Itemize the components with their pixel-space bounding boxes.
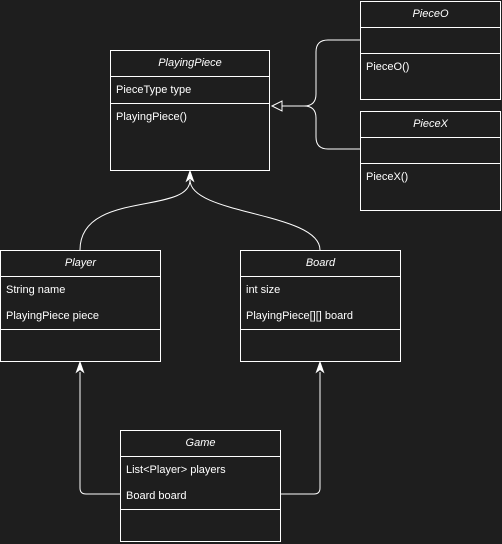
class-piecex[interactable]: PieceX PieceX() [360, 111, 501, 211]
attributes-section [361, 138, 500, 164]
class-name: Board [241, 251, 400, 277]
attribute: String name [6, 284, 66, 296]
class-name: Game [121, 431, 280, 457]
methods-section: PieceO() [361, 54, 500, 80]
class-playingpiece[interactable]: PlayingPiece PieceType type PlayingPiece… [110, 50, 270, 171]
connector-pieceo-to-playingpiece [282, 39, 360, 107]
method: PieceO() [366, 61, 410, 73]
attribute: Board board [126, 490, 187, 502]
class-name: PlayingPiece [111, 51, 269, 77]
connector-player-to-playingpiece [79, 179, 191, 251]
attribute: int size [246, 284, 281, 296]
method: PlayingPiece() [116, 111, 187, 123]
inheritance-arrowhead [270, 100, 283, 112]
class-name: PieceO [361, 2, 500, 28]
attributes-section: PieceType type [111, 77, 269, 104]
connector-board-to-playingpiece [189, 179, 321, 251]
arrowhead-into-playingpiece [185, 169, 195, 183]
attributes-section: List<Player> players Board board [121, 457, 280, 510]
attribute: PlayingPiece piece [6, 310, 99, 322]
attribute: List<Player> players [126, 464, 226, 476]
arrowhead-into-board [315, 360, 325, 374]
arrowhead-into-player [75, 360, 85, 374]
class-player[interactable]: Player String name PlayingPiece piece [0, 250, 161, 362]
class-name: Player [1, 251, 160, 277]
connector-piecex-to-playingpiece [282, 105, 360, 150]
attributes-section: String name PlayingPiece piece [1, 277, 160, 330]
attribute: PlayingPiece[][] board [246, 310, 354, 322]
connector-game-to-player [79, 372, 120, 495]
attributes-section [361, 28, 500, 54]
class-pieceo[interactable]: PieceO PieceO() [360, 1, 501, 100]
attribute: PieceType type [116, 84, 192, 96]
class-game[interactable]: Game List<Player> players Board board [120, 430, 281, 542]
class-name: PieceX [361, 112, 500, 138]
class-board[interactable]: Board int size PlayingPiece[][] board [240, 250, 401, 362]
attributes-section: int size PlayingPiece[][] board [241, 277, 400, 330]
connector-game-to-board [280, 372, 321, 495]
methods-section: PieceX() [361, 164, 500, 190]
methods-section: PlayingPiece() [111, 104, 269, 130]
method: PieceX() [366, 171, 409, 183]
